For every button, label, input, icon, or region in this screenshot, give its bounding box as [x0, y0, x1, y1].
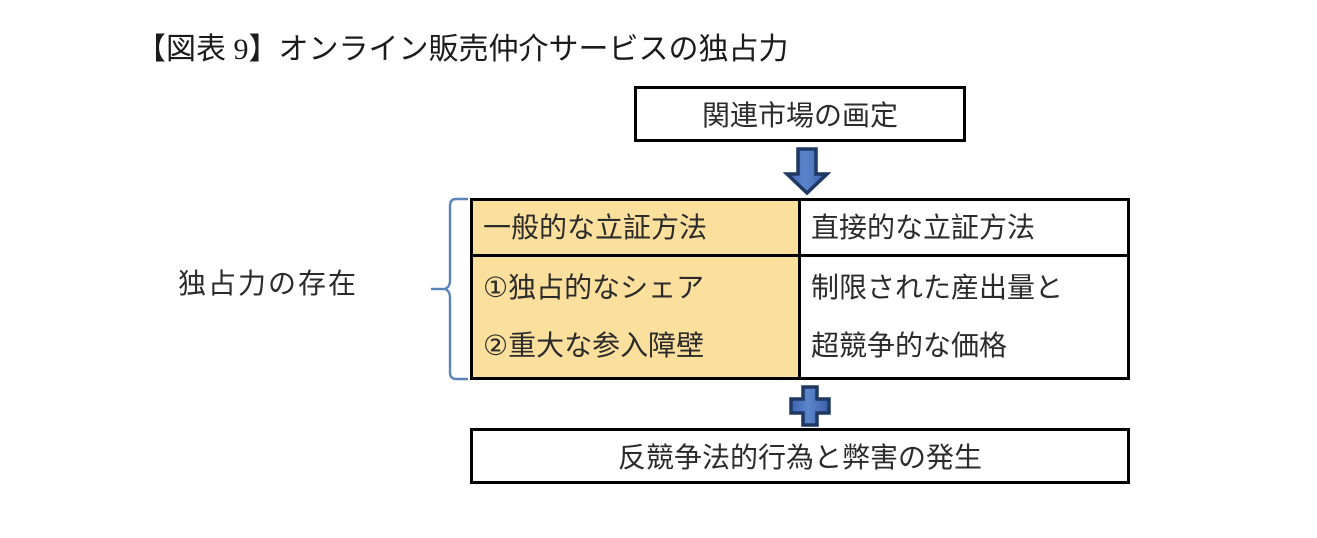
- table-row-divider-right: [798, 254, 1130, 257]
- evidence-matrix-table: 一般的な立証方法 ①独占的なシェア ②重大な参入障壁 直接的な立証方法 制限され…: [470, 198, 1130, 380]
- arrow-down-icon: [782, 147, 832, 196]
- top-box-relevant-market: 関連市場の画定: [634, 86, 966, 142]
- figure-title: 【図表 9】オンライン販売仲介サービスの独占力: [136, 33, 789, 66]
- table-cell-text: ②重大な参入障壁: [483, 330, 705, 361]
- table-cell-text: 直接的な立証方法: [811, 211, 1036, 243]
- table-cell-text: ①独占的なシェア: [483, 272, 705, 303]
- bottom-box-label: 反競争法的行為と弊害の発生: [617, 442, 982, 473]
- plus-cross-icon: [786, 384, 834, 428]
- table-cell-general-method-header: 一般的な立証方法: [473, 201, 798, 254]
- table-cell-text: 超競争的な価格: [811, 330, 1008, 361]
- brace-label-monopoly-power: 独占力の存在: [178, 268, 359, 299]
- table-cell-text: 一般的な立証方法: [483, 211, 708, 243]
- table-row-divider-left: [473, 254, 798, 257]
- left-curly-brace-icon: [430, 196, 470, 382]
- table-cell-text: 制限された産出量と: [811, 272, 1064, 303]
- table-cell-direct-method-items: 制限された産出量と 超競争的な価格: [801, 257, 1130, 377]
- bottom-box-anticompetitive-conduct: 反競争法的行為と弊害の発生: [470, 428, 1130, 484]
- table-cell-direct-method-header: 直接的な立証方法: [801, 201, 1130, 254]
- table-column-divider: [798, 201, 801, 377]
- top-box-label: 関連市場の画定: [701, 100, 898, 131]
- table-cell-general-method-items: ①独占的なシェア ②重大な参入障壁: [473, 257, 798, 377]
